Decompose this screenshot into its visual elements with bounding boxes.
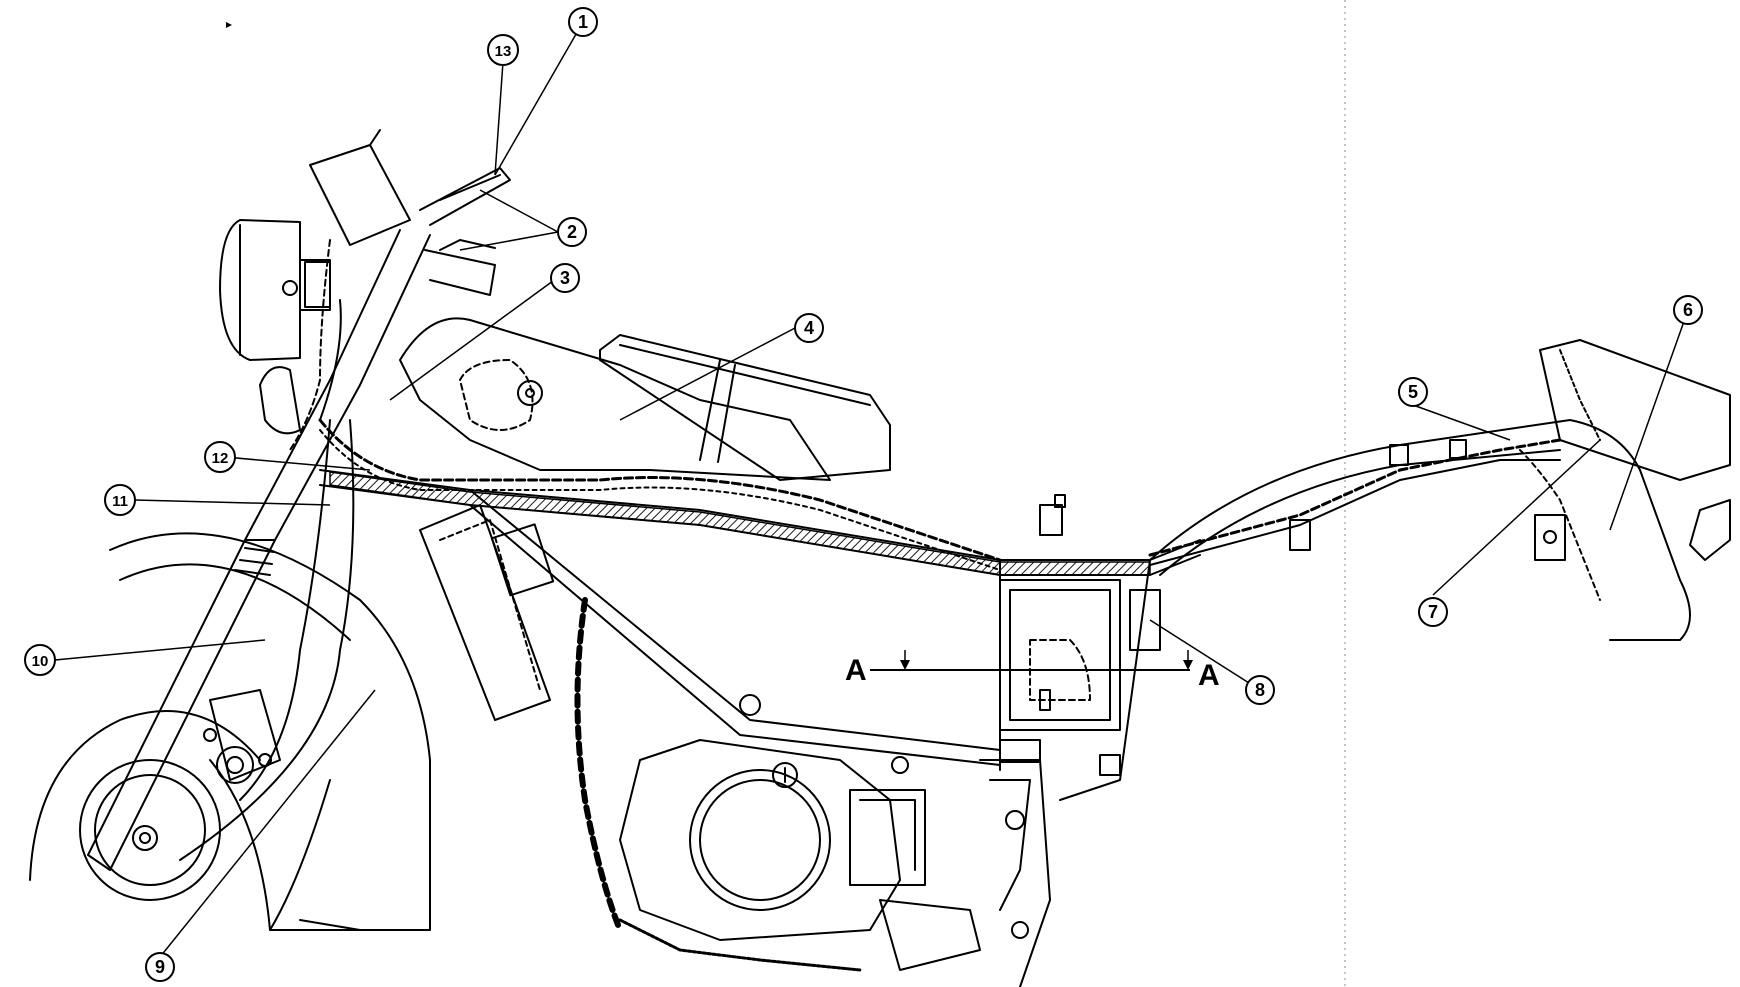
- seat: [599, 334, 891, 481]
- svg-text:9: 9: [155, 957, 165, 977]
- handlebar: [419, 167, 511, 296]
- callout-1: 1: [568, 7, 598, 37]
- headlight: [219, 219, 331, 361]
- svg-text:3: 3: [560, 268, 570, 288]
- svg-text:8: 8: [1255, 680, 1265, 700]
- callout-11: 11: [104, 484, 136, 516]
- corner-mark: [226, 22, 232, 28]
- brake-caliper: [203, 689, 281, 784]
- wire-harness-rear: [1148, 438, 1562, 566]
- callout-13: 13: [487, 34, 519, 66]
- svg-text:10: 10: [32, 653, 49, 670]
- callout-5: 5: [1398, 377, 1428, 407]
- svg-text:1: 1: [578, 12, 588, 32]
- section-label-right: A: [1198, 659, 1220, 692]
- svg-text:5: 5: [1408, 382, 1418, 402]
- harness-connectors: [739, 439, 1467, 776]
- callout-2: 2: [557, 217, 587, 247]
- kick-pedal: [618, 899, 981, 972]
- callout-leaders: [54, 21, 1689, 958]
- svg-text:4: 4: [804, 318, 814, 338]
- fuel-tank: [399, 317, 831, 481]
- engine: [619, 739, 926, 941]
- svg-text:2: 2: [567, 222, 577, 242]
- instrument-cluster: [309, 129, 411, 246]
- callout-4: 4: [794, 313, 824, 343]
- front-turn-signal: [259, 366, 301, 435]
- callout-markers: 1 13 2 3 4 5 6: [24, 7, 1703, 982]
- wire-harness-main: [179, 239, 1002, 933]
- tail-light: [1534, 339, 1731, 561]
- rear-fender: [1149, 419, 1691, 641]
- footrest-bracket: [979, 739, 1051, 987]
- main-frame: [319, 469, 1201, 801]
- front-fork: [87, 229, 431, 871]
- front-fender: [109, 532, 431, 931]
- frame-hatched-band: [329, 471, 1151, 576]
- callout-9: 9: [145, 952, 175, 982]
- section-label-left: A: [845, 654, 867, 687]
- callout-7: 7: [1418, 597, 1448, 627]
- side-cover: [419, 504, 555, 721]
- svg-text:13: 13: [495, 43, 512, 60]
- callout-8: 8: [1245, 675, 1275, 705]
- callout-12: 12: [204, 441, 236, 473]
- section-line-a-a: A A: [845, 650, 1220, 692]
- callout-3: 3: [550, 263, 580, 293]
- svg-text:7: 7: [1428, 602, 1438, 622]
- battery-box: [999, 579, 1161, 731]
- svg-text:11: 11: [112, 493, 128, 510]
- svg-text:6: 6: [1683, 300, 1693, 320]
- callout-6: 6: [1673, 295, 1703, 325]
- callout-10: 10: [24, 644, 56, 676]
- svg-text:12: 12: [212, 450, 229, 467]
